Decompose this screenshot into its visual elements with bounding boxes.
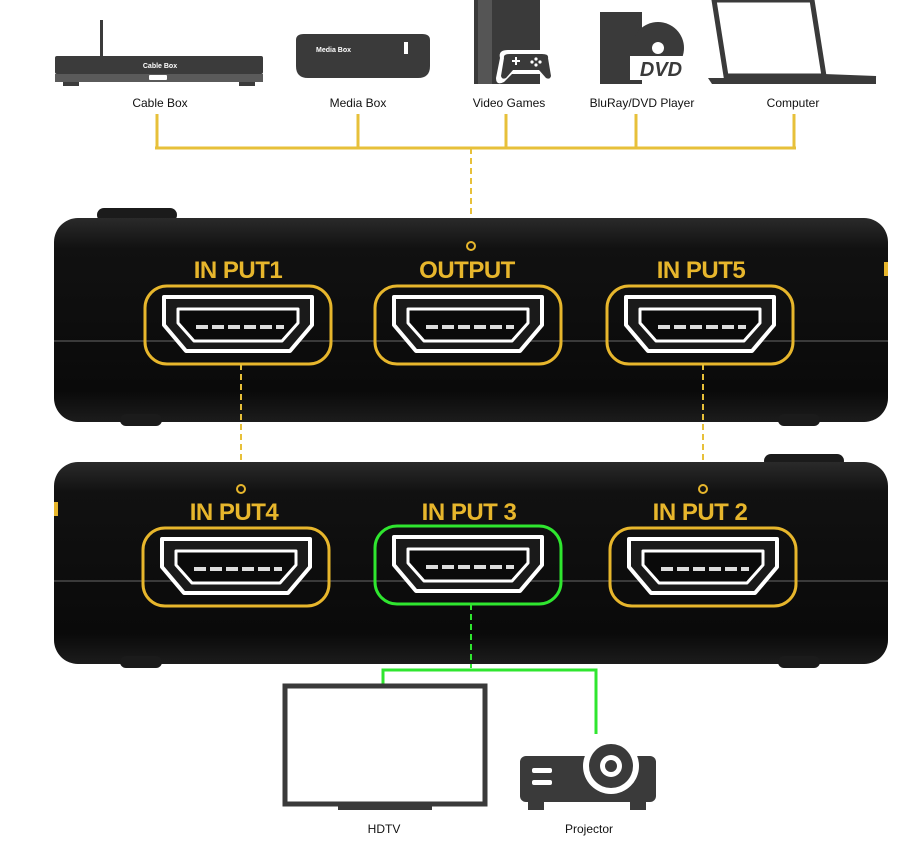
game-console-icon <box>474 0 556 84</box>
port-label-input3: IN PUT 3 <box>422 499 517 526</box>
dvd-badge: DVD <box>640 59 682 81</box>
output-connector-dot <box>466 241 476 251</box>
laptop-icon <box>708 0 877 84</box>
media-box-icon: Media Box <box>296 34 430 78</box>
cable-box-label: Cable Box <box>132 96 187 110</box>
hdtv-label: HDTV <box>368 822 401 836</box>
hdmi-port-input1[interactable] <box>143 284 333 366</box>
hdmi-port-input3[interactable] <box>373 524 563 606</box>
input-bus-lines <box>155 114 796 150</box>
bluray-label: BluRay/DVD Player <box>590 96 695 110</box>
input4-connector-dot <box>236 484 246 494</box>
hdmi-port-input5[interactable] <box>605 284 795 366</box>
port-label-output: OUTPUT <box>419 257 516 284</box>
projector-label: Projector <box>565 822 613 836</box>
media-box-badge: Media Box <box>316 47 351 54</box>
projector-icon <box>520 738 656 810</box>
port-label-input5: IN PUT5 <box>657 257 746 284</box>
media-box-label: Media Box <box>330 96 387 110</box>
port-label-input4: IN PUT4 <box>190 499 280 526</box>
video-games-label: Video Games <box>473 96 546 110</box>
hdmi-port-input2[interactable] <box>608 526 798 608</box>
output-display-lines <box>381 604 598 734</box>
port-label-input1: IN PUT1 <box>194 257 283 284</box>
port-label-input2: IN PUT 2 <box>653 499 748 526</box>
cable-box-badge: Cable Box <box>143 63 177 70</box>
dvd-player-icon: DVD <box>600 12 692 84</box>
hdmi-port-output[interactable] <box>373 284 563 366</box>
computer-label: Computer <box>767 96 820 110</box>
hdtv-icon <box>282 683 488 810</box>
hdmi-port-input4[interactable] <box>141 526 331 608</box>
input2-connector-dot <box>698 484 708 494</box>
cable-box-icon: Cable Box <box>55 20 263 86</box>
